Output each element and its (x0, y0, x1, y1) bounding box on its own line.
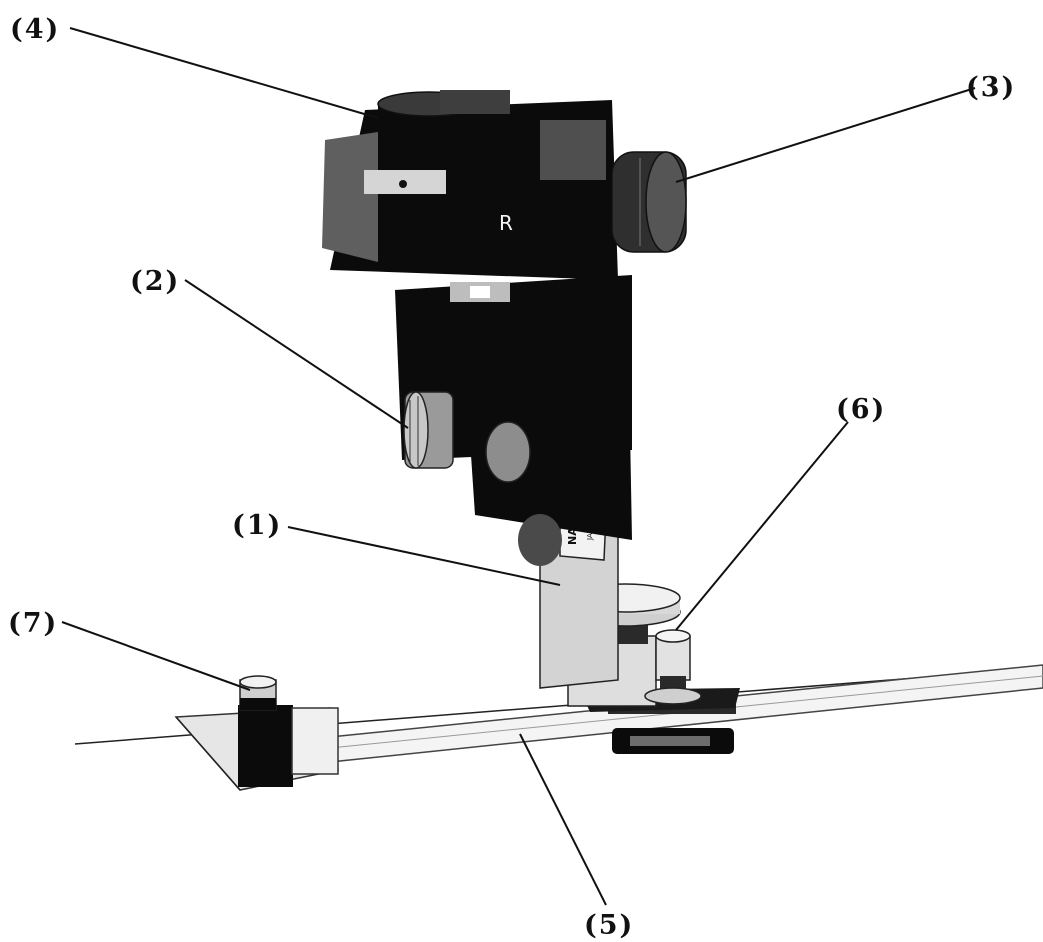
leader-3 (675, 87, 976, 183)
leader-lines (61, 27, 976, 906)
side-drive-knob (611, 151, 687, 253)
leader-6 (675, 421, 849, 631)
callout-labels: (4) (3) (2) (6) (1) (7) (5) (8, 14, 1016, 941)
manipulator-body: R (322, 90, 687, 566)
callout-3: (3) (966, 72, 1016, 103)
leader-7 (61, 621, 251, 691)
callout-1: (1) (232, 510, 282, 541)
leader-1 (287, 526, 561, 586)
leader-5 (519, 733, 607, 906)
callout-4: (4) (10, 14, 60, 45)
clamp-knob (239, 675, 277, 711)
left-clamp (174, 675, 339, 791)
side-letter-label: R (499, 211, 513, 235)
fine-adjust-knob (403, 391, 454, 469)
callout-7: (7) (8, 608, 58, 639)
callout-6: (6) (836, 394, 886, 425)
leader-2 (184, 279, 409, 429)
callout-5: (5) (584, 910, 634, 941)
locking-screw (644, 629, 702, 705)
leader-4 (69, 27, 379, 119)
callout-2: (2) (130, 266, 180, 297)
top-drive-knob (364, 90, 510, 194)
